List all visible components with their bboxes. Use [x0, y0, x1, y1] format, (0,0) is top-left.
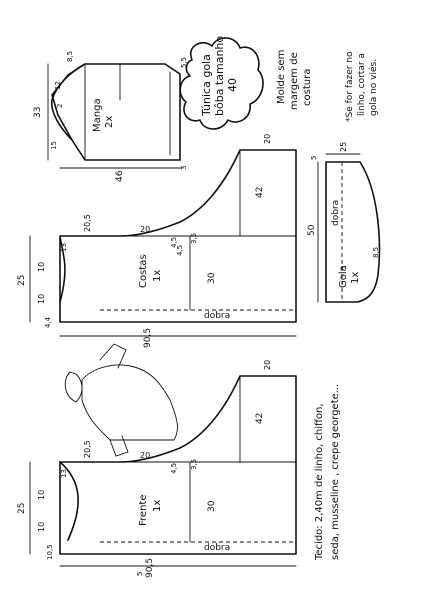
tip-note-line-3: gola no viés.: [368, 59, 379, 116]
back-measure-42: 42: [255, 187, 265, 198]
back-piece: Costas 1x dobra 25 10 10 4,4 13 20,5 20 …: [17, 134, 297, 348]
garment-sleeve-sketch-1: [99, 343, 127, 369]
collar-fold-label: dobra: [331, 200, 341, 226]
seam-note: Molde sem margem de costura: [276, 50, 313, 110]
front-measure-42: 42: [255, 413, 265, 424]
garment-collar-sketch: [64, 371, 83, 403]
collar-measure-2: 8,5: [372, 247, 380, 258]
back-label: Costas: [138, 254, 149, 288]
sleeve-measure-3: 2: [56, 104, 64, 108]
back-measure-30: 30: [207, 272, 217, 284]
front-measure-9: 10: [37, 522, 46, 532]
back-measure-35: 3,5: [190, 233, 198, 244]
front-fold-label: dobra: [204, 543, 230, 553]
back-measure-45: 4,5: [170, 237, 178, 248]
garment-sleeve-sketch-2: [109, 435, 129, 457]
collar-outline: [325, 161, 381, 303]
title-line-3: 40: [226, 78, 239, 92]
collar-length-measure: 50: [307, 224, 317, 236]
back-measure-13: 13: [60, 243, 68, 252]
title-line-1: Túnica gola: [200, 54, 213, 117]
fabric-note-line-1: Tecido: 2,40m de linho, chiffon,: [314, 403, 325, 561]
sleeve-outline: [51, 63, 181, 161]
tip-note-line-1: *Se for fazer no: [345, 51, 355, 122]
seam-note-line-2: margem de: [289, 52, 300, 110]
back-measure-20: 20: [140, 225, 150, 234]
title-line-2: bôba tamanho: [213, 36, 226, 116]
front-piece: Frente 1x dobra 25 10 10 13 20,5 20 4,5 …: [17, 360, 297, 578]
front-measure-20: 20: [140, 451, 150, 460]
front-label: Frente: [138, 495, 149, 526]
tip-note-line-2: linho, cortar a: [357, 53, 367, 116]
back-measure-small: 4,5: [176, 245, 184, 256]
front-qty: 1x: [152, 500, 163, 512]
fabric-note: Tecido: 2,40m de linho, chiffon, seda, m…: [314, 384, 341, 561]
sleeve-measure-2: 12: [54, 81, 62, 90]
front-neckline: [59, 461, 79, 541]
garment-sketch: [64, 343, 178, 457]
sleeve-label: Manga: [92, 98, 103, 132]
back-neckline: [59, 235, 66, 303]
sleeve-width-measure: 46: [115, 170, 125, 182]
front-outline: [59, 375, 297, 555]
sleeve-cap-curve: [50, 63, 86, 141]
sleeve-measure-5: 3: [180, 166, 188, 170]
back-measure-bottom: 90,5: [143, 328, 153, 348]
front-measure-45: 4,5: [170, 463, 178, 474]
front-measure-205: 20,5: [83, 440, 92, 458]
sleeve-qty: 2x: [104, 116, 115, 128]
collar-label: Gola: [338, 265, 349, 288]
collar-qty: 1x: [350, 272, 361, 284]
sleeve-measure-6: 5,5: [180, 57, 188, 68]
collar-measure-1: 5: [310, 156, 318, 160]
sleeve-measure-1: 8,5: [66, 51, 74, 62]
back-measure-25: 25: [17, 275, 27, 286]
sleeve-piece: Manga 2x 46 33 8,5 12 2 15 3 5,5: [33, 51, 188, 182]
collar-height-measure: 25: [339, 142, 348, 152]
front-measure-bottom: 90,5: [145, 558, 155, 578]
back-measure-4: 4,4: [44, 316, 52, 328]
fabric-note-line-2: seda, musseline , crepe georgete...: [330, 384, 341, 560]
title-cloud: Túnica gola bôba tamanho 40: [179, 36, 264, 130]
front-measure-10: 10: [37, 490, 46, 500]
seam-note-line-3: costura: [302, 69, 313, 106]
front-measure-20b: 20: [263, 360, 272, 370]
garment-body-sketch: [81, 364, 178, 441]
front-measure-13: 13: [60, 469, 68, 478]
front-measure-105: 10,5: [46, 544, 54, 560]
back-measure-10: 10: [37, 262, 46, 272]
back-measure-9: 10: [37, 294, 46, 304]
front-measure-30: 30: [207, 500, 217, 512]
back-qty: 1x: [152, 270, 163, 282]
back-measure-20b: 20: [263, 134, 272, 144]
collar-piece: Gola 1x dobra 50 25 5 8,5: [307, 142, 381, 303]
sleeve-height-measure: 33: [33, 107, 43, 118]
front-measure-small: 5: [136, 572, 144, 576]
seam-note-line-1: Molde sem: [276, 50, 287, 104]
sleeve-measure-4: 15: [50, 141, 58, 150]
title-cloud-outline: [179, 37, 264, 130]
front-measure-25: 25: [17, 503, 27, 514]
front-measure-35: 3,5: [190, 459, 198, 470]
tip-note: *Se for fazer no linho, cortar a gola no…: [345, 51, 379, 122]
back-fold-label: dobra: [204, 311, 230, 321]
back-measure-205: 20,5: [83, 214, 92, 232]
